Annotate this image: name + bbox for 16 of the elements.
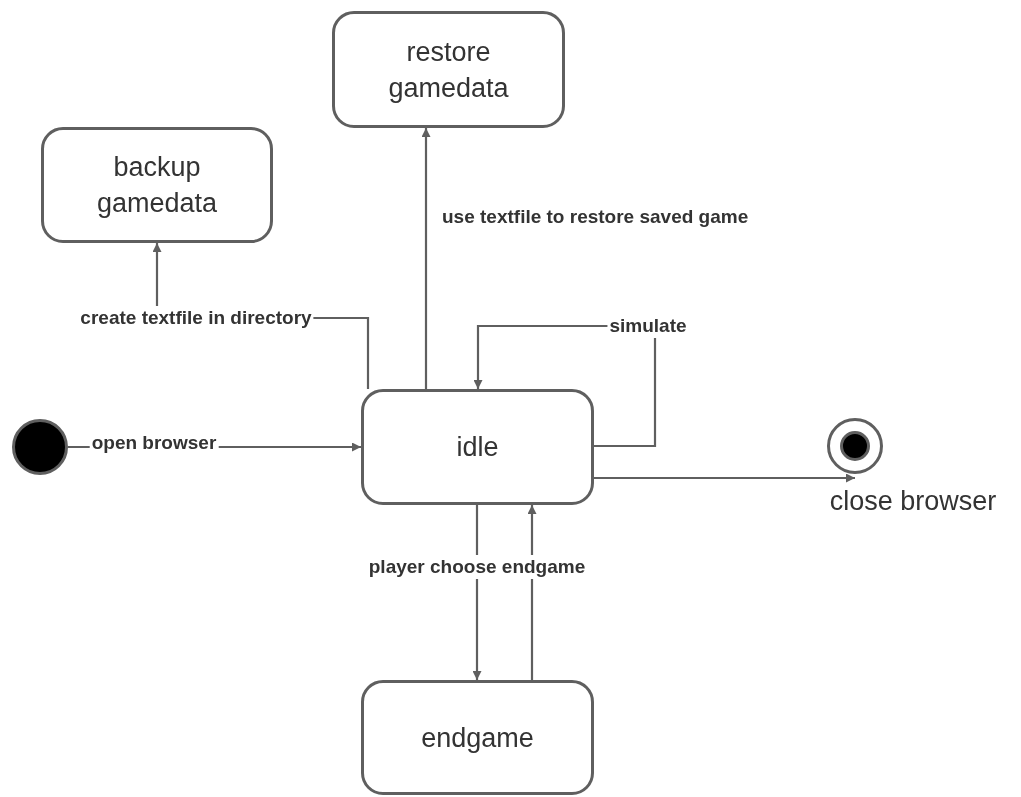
state-box [332,11,565,128]
initial-state [12,419,68,475]
state-caption: close browser [829,488,997,515]
state-name: idle [456,431,499,464]
state-box [361,389,594,505]
arrow [594,473,855,483]
state-name: endgame [421,721,534,755]
state-box [361,680,594,795]
arrow [421,128,431,389]
edge-label: create textfile in directory [78,306,314,330]
final-state [827,418,883,474]
arrow [472,505,482,680]
state-name: backup gamedata [95,151,219,220]
state-box [41,127,273,243]
arrow [527,505,537,680]
state-name: restore gamedata [387,35,510,105]
